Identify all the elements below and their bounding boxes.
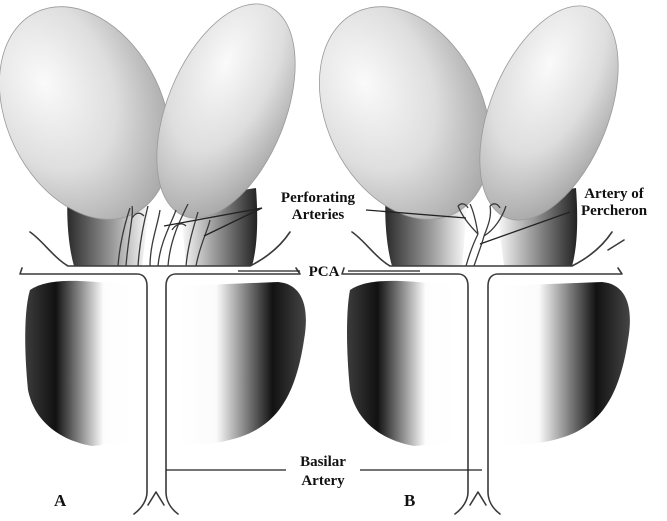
panel-a-label: A <box>54 491 67 510</box>
panel-b-pca-upper-tick <box>608 240 624 250</box>
panel-b: B <box>286 0 646 514</box>
pca-label: PCA <box>309 264 340 280</box>
artery-of-percheron-label-line1: Artery of <box>584 186 645 202</box>
artery-of-percheron-label-line2: Percheron <box>581 203 648 219</box>
panel-b-label: B <box>404 491 415 510</box>
panel-a-left-lower-block <box>25 281 134 446</box>
panel-b-left-lower-block <box>347 281 456 446</box>
basilar-artery-label-line2: Artery <box>301 473 345 489</box>
panel-a-basilar-fork <box>148 492 164 505</box>
perforating-arteries-label-line2: Arteries <box>292 207 345 223</box>
panel-b-basilar-fork <box>470 492 486 505</box>
basilar-artery-label-line1: Basilar <box>300 454 346 470</box>
panel-a: A <box>0 0 323 514</box>
panel-a-right-lower-block <box>178 282 306 444</box>
panel-b-right-lower-block <box>500 282 630 444</box>
perforating-arteries-label-line1: Perforating <box>281 190 356 206</box>
